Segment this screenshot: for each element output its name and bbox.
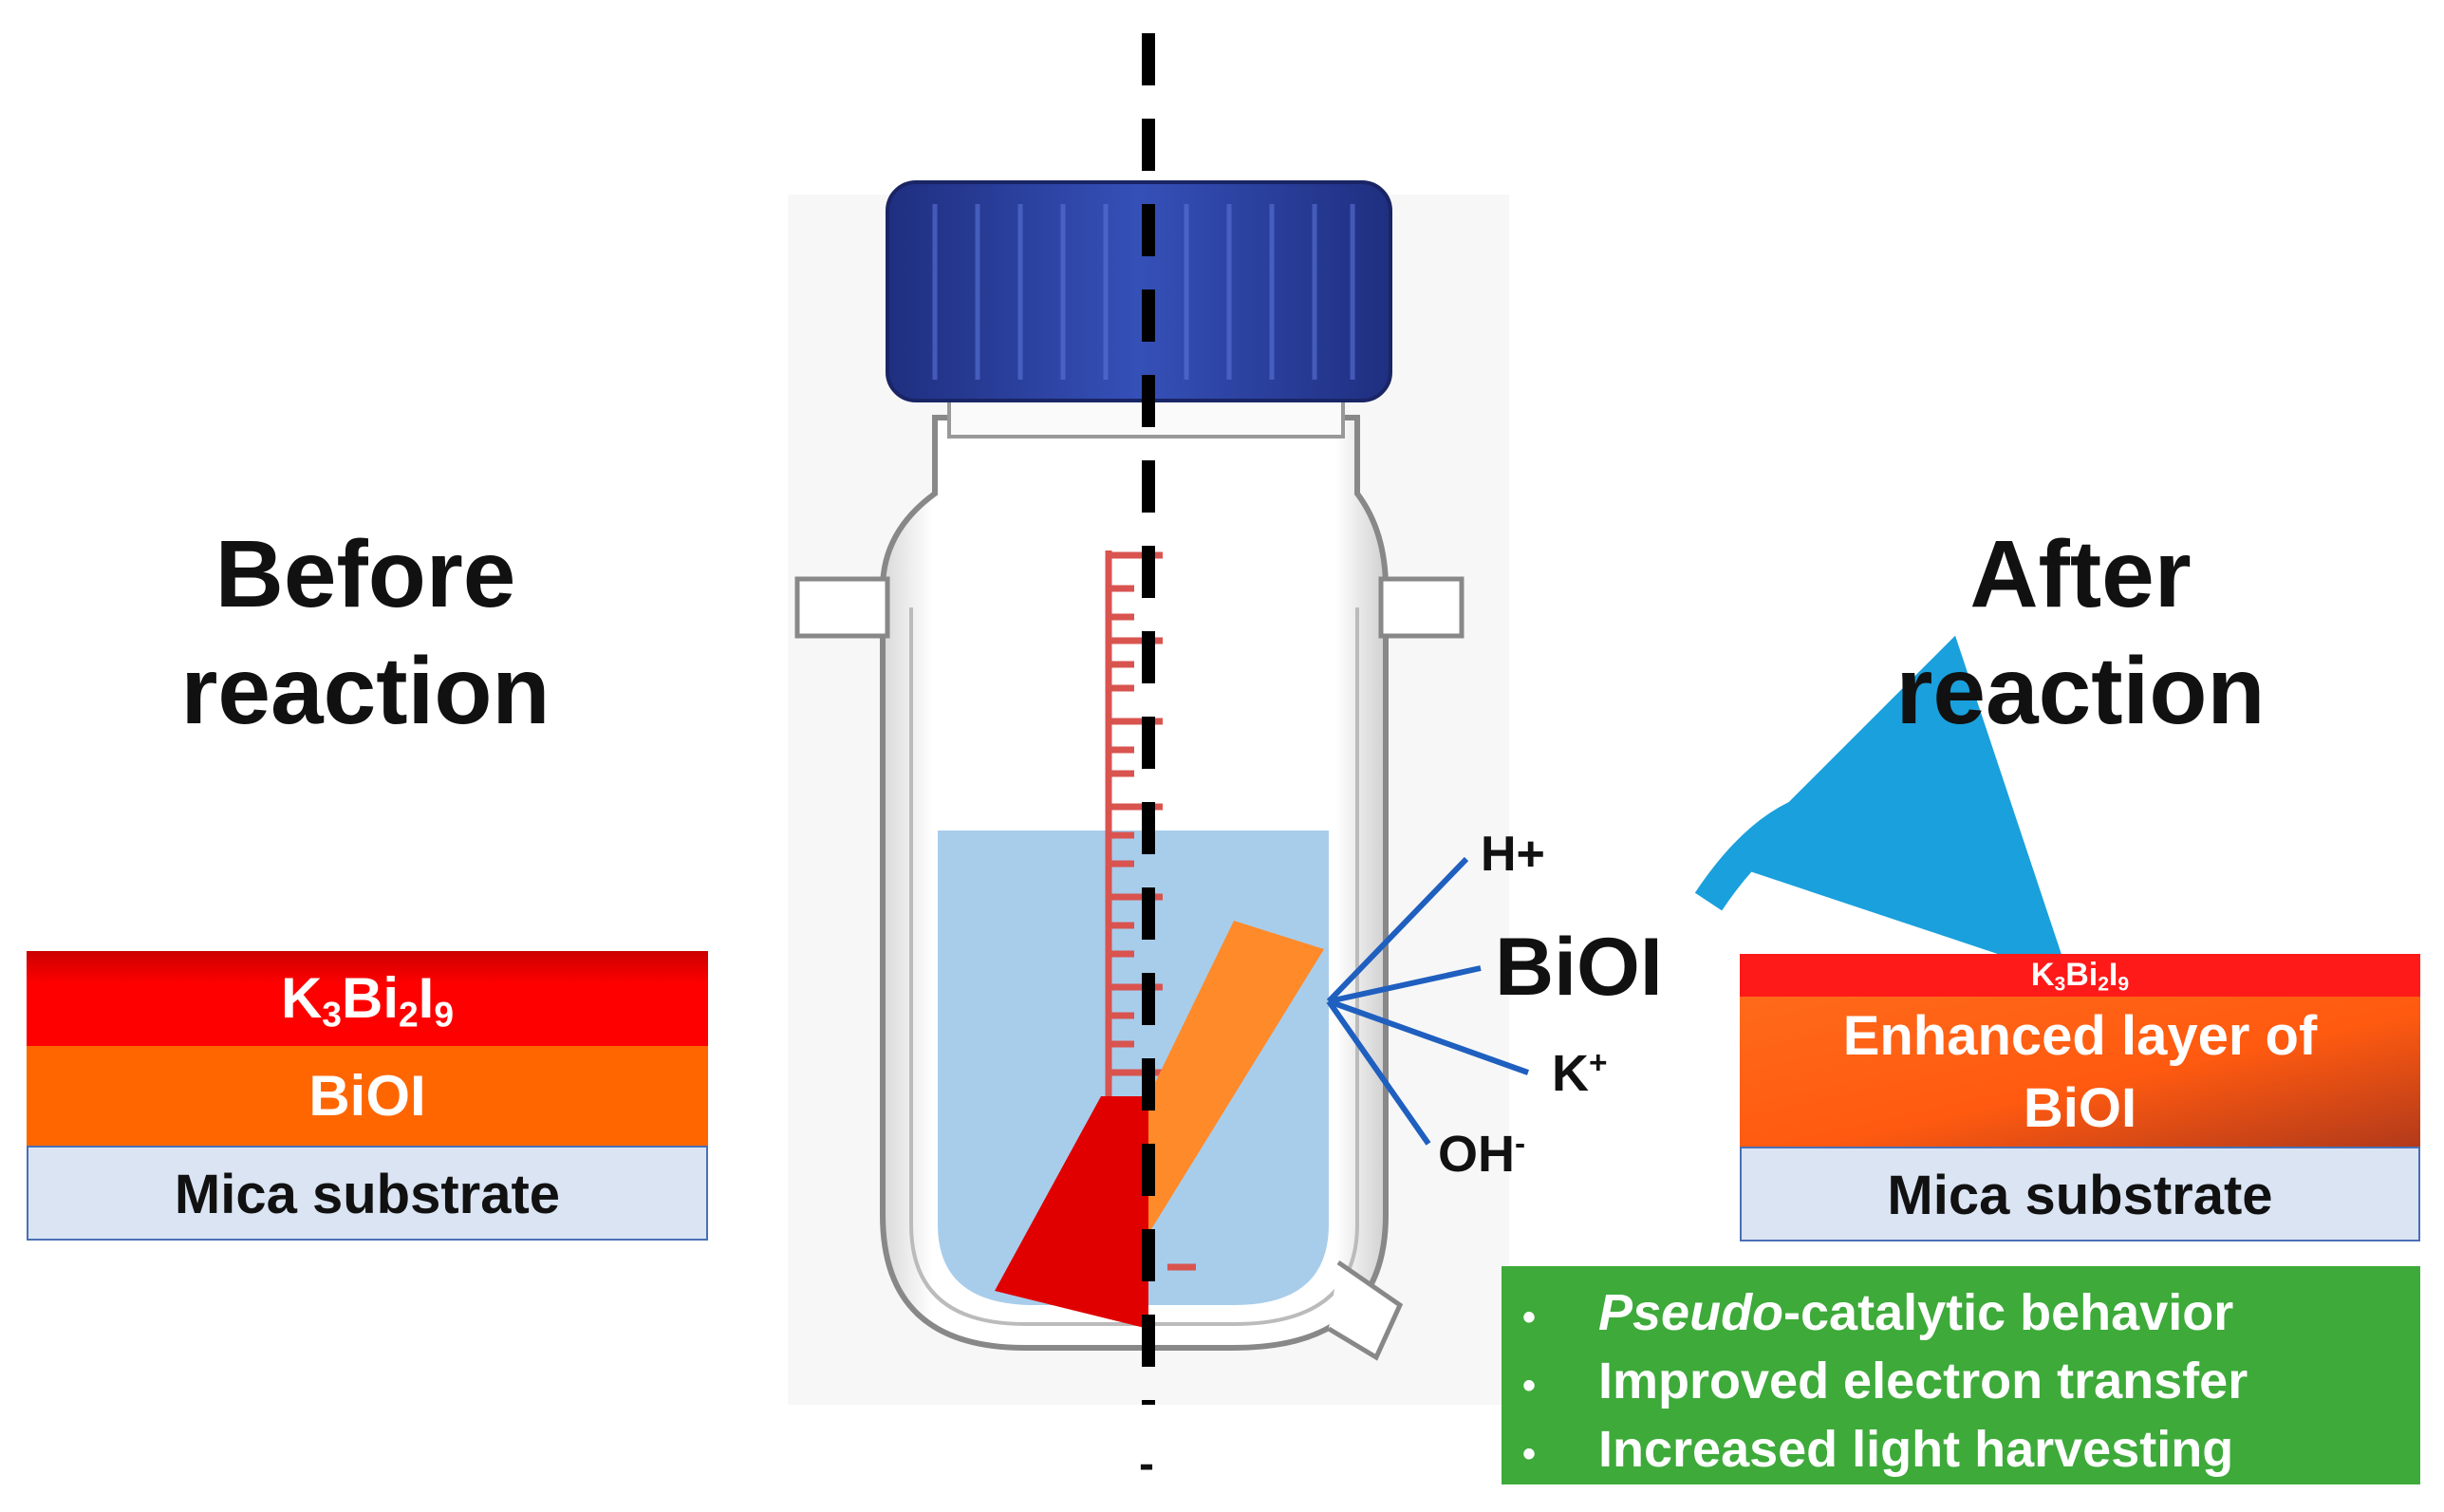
right-mica-layer: Mica substrate [1740,1147,2420,1241]
benefits-box: •Pseudo-catalytic behavior •Improved ele… [1502,1266,2420,1484]
left-bioi-layer: BiOI [27,1046,708,1146]
right-enhanced-bioi-layer: Enhanced layer of BiOI [1740,997,2420,1147]
left-mica-layer: Mica substrate [27,1146,708,1241]
right-k3bi2i9-layer: K3Bi2I9 [1740,954,2420,997]
ion-bioi: BiOI [1495,922,1663,1013]
benefit-item-2: •Improved electron transfer [1522,1353,2248,1409]
after-heading-line1: After [1969,521,2192,627]
ion-h-plus: H+ [1481,827,1545,882]
left-k3bi2i9-layer: K3Bi2I9 [27,951,708,1046]
axis-bottom-mark: - [1139,1439,1154,1489]
enhanced-line2: BiOI [2023,1077,2137,1139]
bottle-cap [886,180,1392,402]
before-heading-line1: Before [215,521,516,627]
enhanced-line1: Enhanced layer of [1842,1005,2318,1067]
graduation-scale [1105,551,1196,1271]
sample-k3bi2i9-half [995,1096,1148,1329]
after-heading-line2: reaction [1895,638,2266,744]
benefit-item-3: •Increased light harvesting [1522,1421,2234,1478]
benefit-item-1: •Pseudo-catalytic behavior [1522,1284,2234,1341]
ion-oh-minus: OH- [1438,1126,1526,1183]
curved-arrow-icon [1694,635,2070,979]
ion-k-plus: K+ [1552,1045,1608,1102]
before-heading-line2: reaction [180,638,550,744]
ion-lines [1326,856,1530,1146]
sample-bioi-half [1148,921,1324,1234]
